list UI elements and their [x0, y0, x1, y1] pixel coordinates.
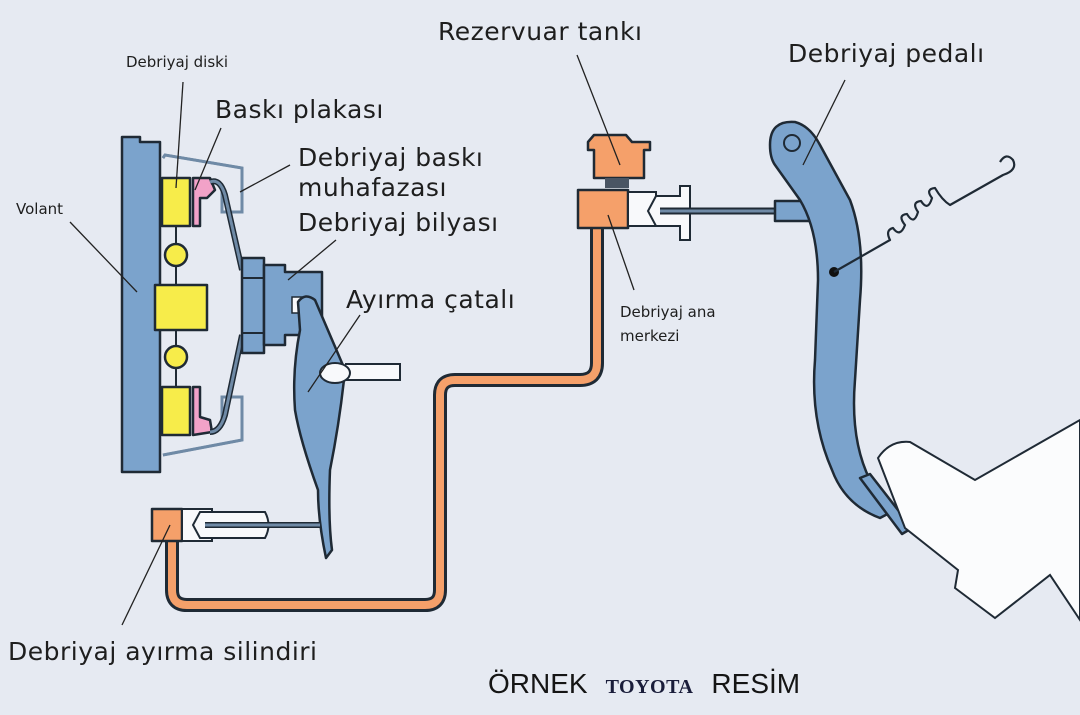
label-master-cylinder-2: merkezi	[620, 327, 679, 345]
return-spring	[833, 155, 1016, 273]
label-clutch-disc: Debriyaj diski	[126, 53, 228, 71]
hydraulic-line	[165, 225, 604, 612]
foot-shoe	[876, 418, 1080, 622]
fork-pivot	[319, 362, 401, 384]
label-clutch-cover-2: muhafazası	[298, 173, 447, 202]
flywheel	[120, 135, 162, 474]
clutch-disc	[153, 176, 209, 437]
label-pressure-plate: Baskı plakası	[215, 95, 384, 124]
label-master-cylinder-1: Debriyaj ana	[620, 303, 716, 321]
release-fork	[292, 295, 347, 560]
footer-word-ornek: ÖRNEK	[488, 668, 588, 699]
label-clutch-cover-1: Debriyaj baskı	[298, 143, 483, 172]
clutch-pedal	[768, 120, 897, 520]
toyota-logo-text: TOYOTA	[605, 676, 694, 698]
clutch-cover	[161, 153, 244, 457]
footer-caption: ÖRNEK TOYOTA RESİM	[488, 668, 800, 700]
master-cylinder	[576, 185, 827, 241]
label-release-fork: Ayırma çatalı	[346, 285, 515, 314]
label-release-bearing: Debriyaj bilyası	[298, 208, 499, 237]
reservoir-tank	[586, 133, 652, 188]
label-reservoir-tank: Rezervuar tankı	[438, 17, 643, 46]
label-clutch-pedal: Debriyaj pedalı	[788, 39, 985, 68]
release-cylinder	[150, 507, 320, 543]
leader-lines	[69, 54, 846, 626]
label-flywheel: Volant	[16, 200, 63, 218]
label-release-cylinder: Debriyaj ayırma silindiri	[8, 637, 318, 666]
footer-word-resim: RESİM	[711, 668, 801, 699]
diaphragm-spring	[208, 178, 245, 435]
